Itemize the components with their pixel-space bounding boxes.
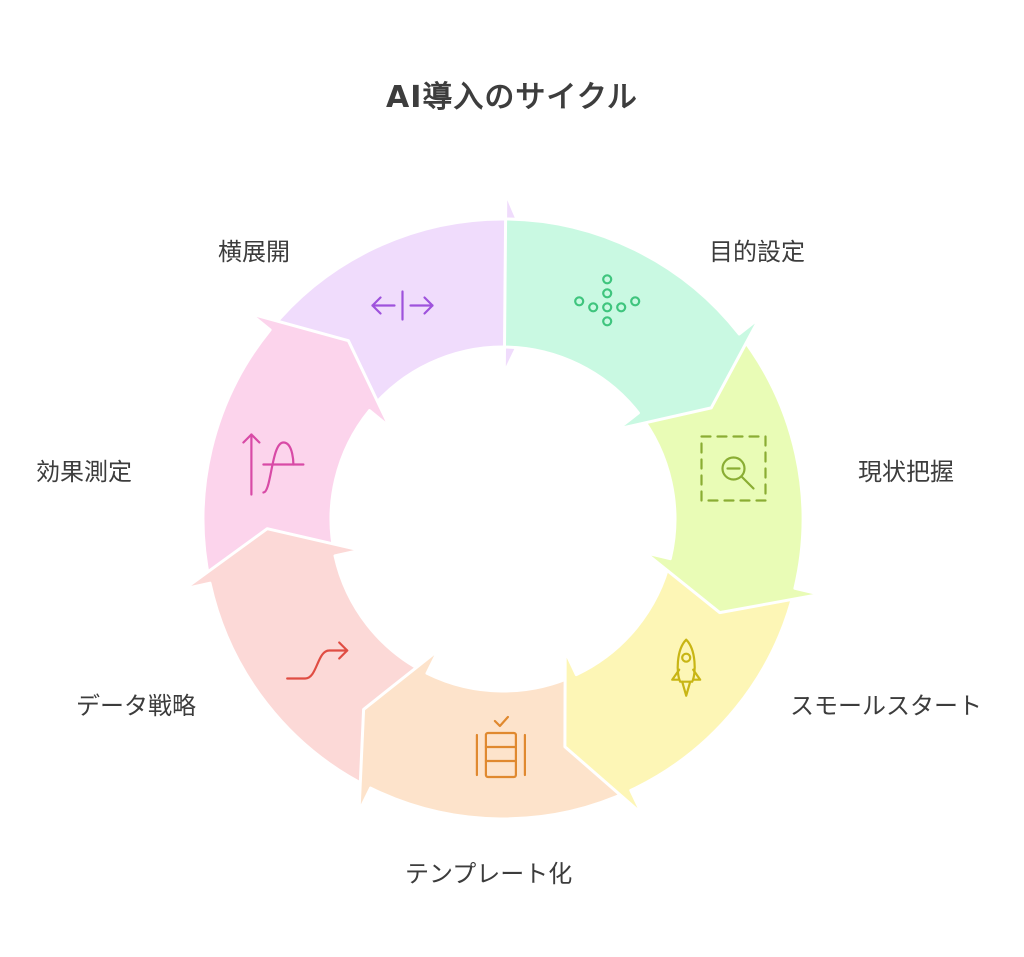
template-icon xyxy=(475,715,526,779)
curve-arrow-icon xyxy=(286,641,349,680)
segment-arrow-goal-setting xyxy=(503,217,762,431)
step-label-template: テンプレート化 xyxy=(405,860,573,888)
diagram-title: AI導入のサイクル xyxy=(386,80,638,115)
step-label-data-strategy: データ戦略 xyxy=(76,692,196,720)
segment-arrow-measurement xyxy=(201,312,392,585)
zoom-out-icon xyxy=(700,435,767,502)
step-label-rollout: 横展開 xyxy=(218,238,290,266)
expand-icon xyxy=(371,290,434,321)
rocket-icon xyxy=(671,638,702,697)
measure-icon xyxy=(242,433,305,496)
step-label-measurement: 効果測定 xyxy=(36,458,132,486)
dots-down-icon xyxy=(574,274,641,327)
step-label-goal-setting: 目的設定 xyxy=(709,238,805,266)
segment-arrow-small-start xyxy=(563,557,797,816)
step-label-small-start: スモールスタート xyxy=(790,692,982,720)
step-label-current-state: 現状把握 xyxy=(858,458,954,486)
segment-arrow-template xyxy=(357,648,633,821)
